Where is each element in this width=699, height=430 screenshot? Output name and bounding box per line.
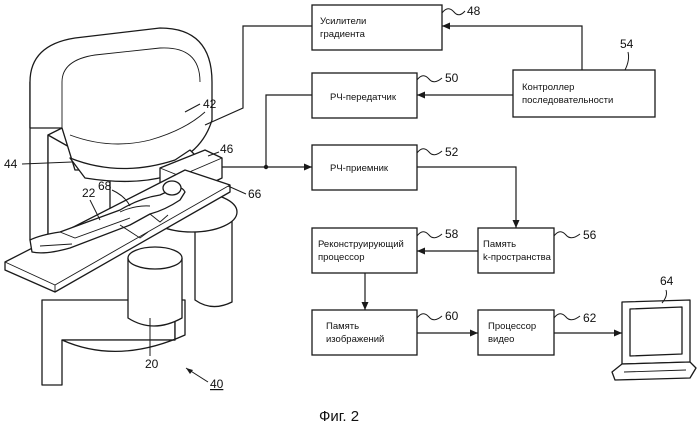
ref-imgmem: 60: [445, 309, 459, 323]
block-reconstruction-processor: Реконструирующий процессор 58: [312, 227, 459, 273]
ref-vproc: 62: [583, 311, 597, 325]
display-monitor: 64: [612, 274, 696, 380]
vproc-label-1: Процессор: [488, 321, 536, 332]
ref-coil: 46: [220, 142, 234, 156]
ref-tx: 50: [445, 71, 459, 85]
ref-system: 40: [210, 377, 224, 391]
gradient-label-2: градиента: [320, 29, 366, 40]
tx-label: РЧ-передатчик: [330, 92, 397, 103]
block-sequence-controller: Контроллер последовательности 54: [513, 37, 655, 117]
kspace-label-2: k-пространства: [483, 252, 552, 263]
block-kspace-memory: Память k-пространства 56: [478, 228, 597, 273]
seq-label-1: Контроллер: [522, 82, 574, 93]
figure-caption: Фиг. 2: [319, 408, 359, 425]
ref-recon: 58: [445, 227, 459, 241]
gradient-label-1: Усилители: [320, 16, 366, 27]
vproc-label-2: видео: [488, 334, 514, 345]
ref-base: 20: [145, 357, 159, 371]
ref-rx: 52: [445, 145, 459, 159]
imgmem-label-2: изображений: [326, 334, 384, 345]
rx-label: РЧ-приемник: [330, 163, 389, 174]
ref-magnet: 42: [203, 97, 217, 111]
ref-bore: 44: [4, 157, 18, 171]
ref-seq: 54: [620, 37, 634, 51]
block-image-memory: Память изображений 60: [312, 309, 459, 355]
ref-kspace: 56: [583, 228, 597, 242]
recon-label-2: процессор: [318, 252, 365, 263]
ref-monitor: 64: [660, 274, 674, 288]
ref-table: 66: [248, 187, 262, 201]
imgmem-label-1: Память: [326, 321, 359, 332]
recon-label-1: Реконструирующий: [318, 239, 404, 250]
block-gradient-amplifiers: Усилители градиента 48: [312, 4, 481, 50]
ref-gradient: 48: [467, 4, 481, 18]
ref-subject: 22: [82, 186, 96, 200]
seq-label-2: последовательности: [522, 95, 613, 106]
ref-subject-head: 68: [98, 179, 112, 193]
kspace-label-1: Память: [483, 239, 516, 250]
mri-scanner-illustration: [5, 28, 237, 385]
